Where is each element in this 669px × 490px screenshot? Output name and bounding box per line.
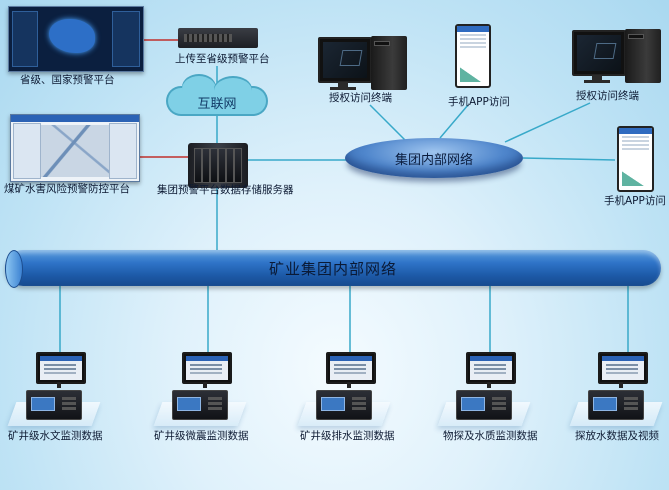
terminal-right-tower-icon (625, 29, 661, 83)
station-3 (294, 352, 394, 442)
terminal-right-monitor-icon (572, 30, 626, 76)
app-center-label: 手机APP访问 (448, 96, 510, 108)
station-4-label: 物探及水质监测数据 (443, 430, 538, 442)
station-2-label: 矿井级微震监测数据 (154, 430, 249, 442)
upload-label: 上传至省级预警平台 (175, 53, 270, 65)
backbone-pipe: 矿业集团内部网络 (5, 250, 661, 286)
storage-server-icon (188, 143, 248, 188)
station-3-monitor-icon (326, 352, 376, 384)
station-1 (4, 352, 104, 442)
provincial-platform-screenshot (8, 6, 144, 72)
terminal-right-label: 授权访问终端 (576, 90, 639, 102)
backbone-label: 矿业集团内部网络 (268, 260, 397, 278)
terminal-left-monitor-icon (318, 37, 372, 83)
provincial-platform-label: 省级、国家预警平台 (20, 74, 115, 86)
phone-app-right-icon (617, 126, 654, 192)
backbone-pipe-cap (5, 250, 23, 288)
link-network-to-terminal-left (369, 104, 406, 141)
station-5 (566, 352, 666, 442)
coal-platform-label: 煤矿水害风险预警防控平台 (4, 183, 130, 195)
station-1-monitor-icon (36, 352, 86, 384)
station-5-monitor-icon (598, 352, 648, 384)
station-2-device-icon (172, 390, 228, 420)
station-4-device-icon (456, 390, 512, 420)
station-3-device-icon (316, 390, 372, 420)
link-network-to-app-right (522, 157, 616, 161)
phone-app-center-icon (455, 24, 491, 88)
internet-label: 互联网 (197, 97, 237, 112)
link-network-to-app-center (439, 104, 469, 139)
station-5-label: 探放水数据及视频 (575, 430, 659, 442)
group-network-node: 集团内部网络 (345, 138, 523, 178)
station-2-monitor-icon (182, 352, 232, 384)
station-5-device-icon (588, 390, 644, 420)
station-2 (150, 352, 250, 442)
group-network-label: 集团内部网络 (394, 153, 473, 168)
station-1-label: 矿井级水文监测数据 (8, 430, 103, 442)
coal-platform-screenshot (10, 114, 140, 182)
link-network-to-terminal-right (504, 102, 591, 143)
station-4 (434, 352, 534, 442)
terminal-left-tower-icon (371, 36, 407, 90)
storage-server-label: 集团预警平台数据存储服务器 (157, 184, 294, 196)
station-1-device-icon (26, 390, 82, 420)
station-4-monitor-icon (466, 352, 516, 384)
station-3-label: 矿井级排水监测数据 (300, 430, 395, 442)
internet-cloud-icon: 互联网 (168, 76, 266, 114)
upload-server-icon (178, 28, 258, 48)
terminal-left-label: 授权访问终端 (329, 92, 392, 104)
app-right-label: 手机APP访问 (604, 195, 666, 207)
